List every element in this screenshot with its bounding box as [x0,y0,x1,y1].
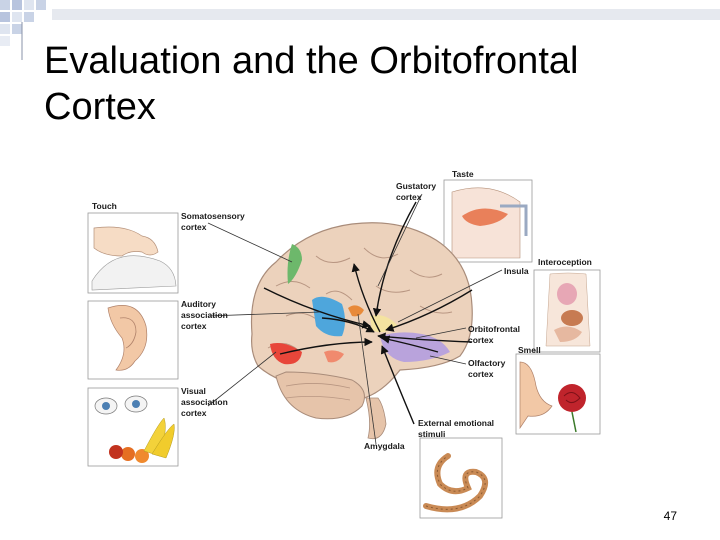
slide-title-line-1: Evaluation and the Orbitofrontal [44,40,579,82]
pointer-lines [207,193,503,445]
slide-title: Evaluation and the Orbitofrontal Cortex [44,38,704,130]
slide-title-line-2: Cortex [44,86,156,128]
label-visual: Visual [181,386,206,396]
label-gustatory: Gustatory [396,181,436,191]
ear-panel [87,300,179,380]
label-somatosensory-cortex: cortex [181,222,207,232]
label-auditory-cortex: cortex [181,321,207,331]
label-taste: Taste [452,169,474,179]
smell-panel [515,353,601,435]
brain [250,222,473,440]
label-visual-cortex: cortex [181,408,207,418]
snake-panel [419,437,503,519]
label-external-stimuli: stimuli [418,429,445,439]
label-external-emotional: External emotional [418,418,494,428]
brain-diagram: Touch Somatosensory cortex Taste Gustato… [87,169,601,519]
label-somatosensory: Somatosensory [181,211,245,221]
label-orbitofrontal: Orbitofrontal [468,324,520,334]
label-smell: Smell [518,345,541,355]
vision-panel [87,387,179,467]
corner-decoration [0,0,720,60]
label-olfactory: Olfactory [468,358,506,368]
label-visual-association: association [181,397,228,407]
page-number: 47 [663,509,677,523]
label-olfactory-cortex: cortex [468,369,494,379]
connection-arrows [263,201,473,425]
label-auditory: Auditory [181,299,216,309]
interoception-panel [533,269,601,353]
label-insula: Insula [504,266,529,276]
label-touch: Touch [92,201,117,211]
label-auditory-association: association [181,310,228,320]
touch-panel [87,212,179,294]
label-gustatory-cortex: cortex [396,192,422,202]
label-orbitofrontal-cortex: cortex [468,335,494,345]
taste-panel [443,179,533,263]
label-amygdala: Amygdala [364,441,405,451]
label-interoception: Interoception [538,257,592,267]
